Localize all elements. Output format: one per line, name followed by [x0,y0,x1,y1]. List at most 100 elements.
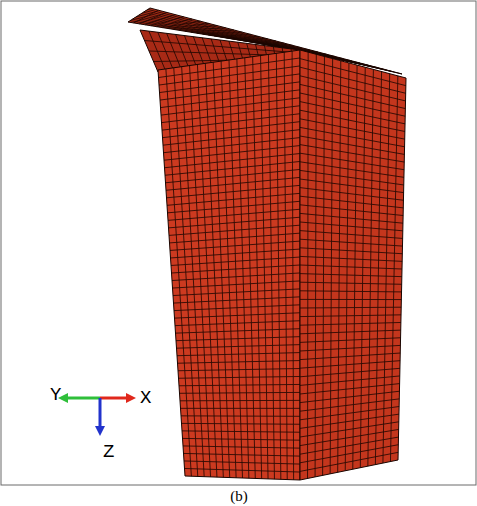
mesh-line [162,106,301,123]
mesh-line [164,138,301,153]
mesh-line [171,249,301,258]
y-axis [66,397,100,400]
x-arrowhead [126,393,136,403]
deformed-mesh [128,8,406,480]
mesh-line [300,59,406,86]
mesh-line [300,429,399,445]
axis-label: X [140,389,151,408]
mesh-line [167,193,300,205]
mesh-line [300,315,401,317]
mesh-line [160,74,301,93]
mesh-line [173,289,300,296]
mesh-line [300,322,401,325]
mesh-line [180,400,300,401]
mesh-line [300,282,402,284]
mesh-line [171,257,300,265]
mesh-line [300,422,399,437]
x-axis [100,397,128,400]
z-arrowhead [95,426,105,436]
right-face [300,50,406,480]
mesh-line [300,274,402,277]
mesh-line [300,248,402,254]
mesh-line [300,222,403,231]
mesh-line [300,384,400,394]
mesh-line [300,368,400,376]
mesh-line [300,307,401,309]
mesh-line [159,58,301,78]
mesh-line [175,313,301,318]
mesh-line [182,423,301,425]
mesh-line [177,345,301,349]
axis-label: Y [50,386,61,405]
mesh-line [165,154,301,168]
mesh-line [180,28,226,31]
mesh-line [167,185,301,197]
mesh-line [169,217,301,228]
mesh-line [181,415,300,416]
mesh-line [179,376,301,378]
mesh-line [180,392,301,394]
mesh-line [184,461,300,464]
left-face [158,50,300,480]
mesh-line [165,161,300,175]
mesh-line [170,233,301,243]
mesh-line [163,130,300,146]
mesh-line [183,446,300,448]
figure-caption: (b) [230,489,248,504]
mesh-line [184,453,301,456]
right-face-fill [300,50,406,480]
mesh-line [300,231,403,239]
mesh-line [178,369,300,371]
mesh-line [160,82,300,100]
mesh-line [300,291,402,292]
mesh-line [300,353,400,360]
mesh-line [300,399,399,411]
mesh-line [300,414,399,428]
mesh-line [300,361,400,369]
mesh-line [175,321,300,326]
mesh-line [300,145,404,162]
mesh-line [300,452,398,471]
axis-label: Z [103,443,114,462]
mesh-line [300,153,404,169]
mesh-line [170,241,300,250]
mesh-line [300,136,404,154]
mesh-line [191,32,242,33]
mesh-line [300,445,398,463]
mesh-line [300,345,400,351]
mesh-line [177,353,300,356]
mesh-line [176,329,301,333]
mesh-line [178,361,301,364]
mesh-line [300,205,403,216]
mesh-line [161,90,301,108]
mesh-line [166,177,300,190]
mesh-line [162,114,300,130]
mesh-line [300,162,404,178]
mesh-line [179,384,300,385]
mesh-line [174,305,300,311]
z-axis [99,398,102,428]
mesh-line [163,122,301,138]
mesh-line [164,146,300,161]
mesh-line [300,119,405,139]
mesh-line [300,376,400,385]
mesh-line [182,431,300,432]
mesh-line [300,170,404,185]
mesh-line [161,98,300,115]
mesh-line [300,330,401,334]
mesh-line [181,408,301,409]
mesh-line [173,281,301,288]
mesh-line [300,338,401,343]
mesh-line [166,169,301,182]
mesh-line [185,468,301,472]
mesh-line [300,110,405,131]
mesh-line [300,299,401,300]
mesh-line [174,297,301,303]
mesh-line [300,67,406,93]
mesh-line [300,256,402,261]
mesh-line [176,337,300,341]
mesh-line [300,265,402,269]
axis-triad [58,393,136,436]
mesh-line [300,179,404,193]
